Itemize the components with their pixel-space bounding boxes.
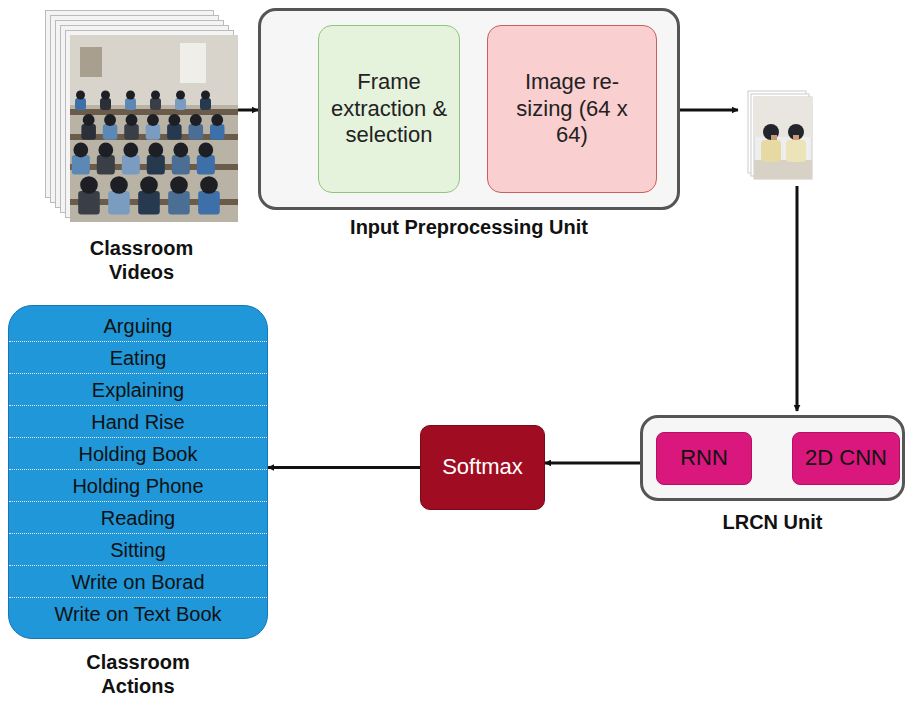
action-label: Sitting bbox=[9, 534, 267, 566]
action-list: ArguingEatingExplainingHand RiseHolding … bbox=[8, 305, 268, 639]
action-label: Write on Text Book bbox=[9, 598, 267, 630]
unit-box: LRCN UnitRNN2D CNN bbox=[640, 415, 905, 501]
action-label: Arguing bbox=[9, 310, 267, 342]
flow-arrow bbox=[545, 462, 640, 465]
unit-heading: LRCN Unit bbox=[673, 510, 873, 534]
unit-heading: Input Preprocessing Unit bbox=[319, 215, 619, 239]
box-label: Frame extraction & selection bbox=[329, 69, 449, 148]
classroom-photo bbox=[45, 10, 238, 222]
action-label: Reading bbox=[9, 502, 267, 534]
softmax-box: Softmax bbox=[420, 425, 545, 510]
video-frames: Classroom Videos bbox=[45, 10, 238, 222]
process-box: Frame extraction & selection bbox=[318, 25, 460, 193]
process-box: Image re-sizing (64 x 64) bbox=[487, 25, 657, 193]
flow-arrow bbox=[680, 109, 738, 112]
box-label: Softmax bbox=[442, 454, 523, 480]
action-label: Hand Rise bbox=[9, 406, 267, 438]
flow-arrow bbox=[796, 186, 799, 411]
box-label: Image re-sizing (64 x 64) bbox=[516, 69, 628, 148]
unit-heading: Classroom Actions bbox=[78, 650, 198, 698]
layer-box: 2D CNN bbox=[792, 432, 900, 485]
output-frames bbox=[748, 91, 812, 179]
layer-box: RNN bbox=[656, 432, 752, 485]
flow-arrow bbox=[238, 109, 258, 112]
unit-heading: Classroom Videos bbox=[77, 236, 207, 284]
action-label: Holding Phone bbox=[9, 470, 267, 502]
box-label: RNN bbox=[680, 445, 728, 471]
flow-arrow bbox=[268, 466, 420, 469]
unit-box: Input Preprocessing UnitFrame extraction… bbox=[258, 8, 680, 210]
action-label: Eating bbox=[9, 342, 267, 374]
action-label: Holding Book bbox=[9, 438, 267, 470]
box-label: 2D CNN bbox=[805, 445, 887, 471]
action-label: Explaining bbox=[9, 374, 267, 406]
action-label: Write on Borad bbox=[9, 566, 267, 598]
action-items: ArguingEatingExplainingHand RiseHolding … bbox=[9, 310, 267, 630]
